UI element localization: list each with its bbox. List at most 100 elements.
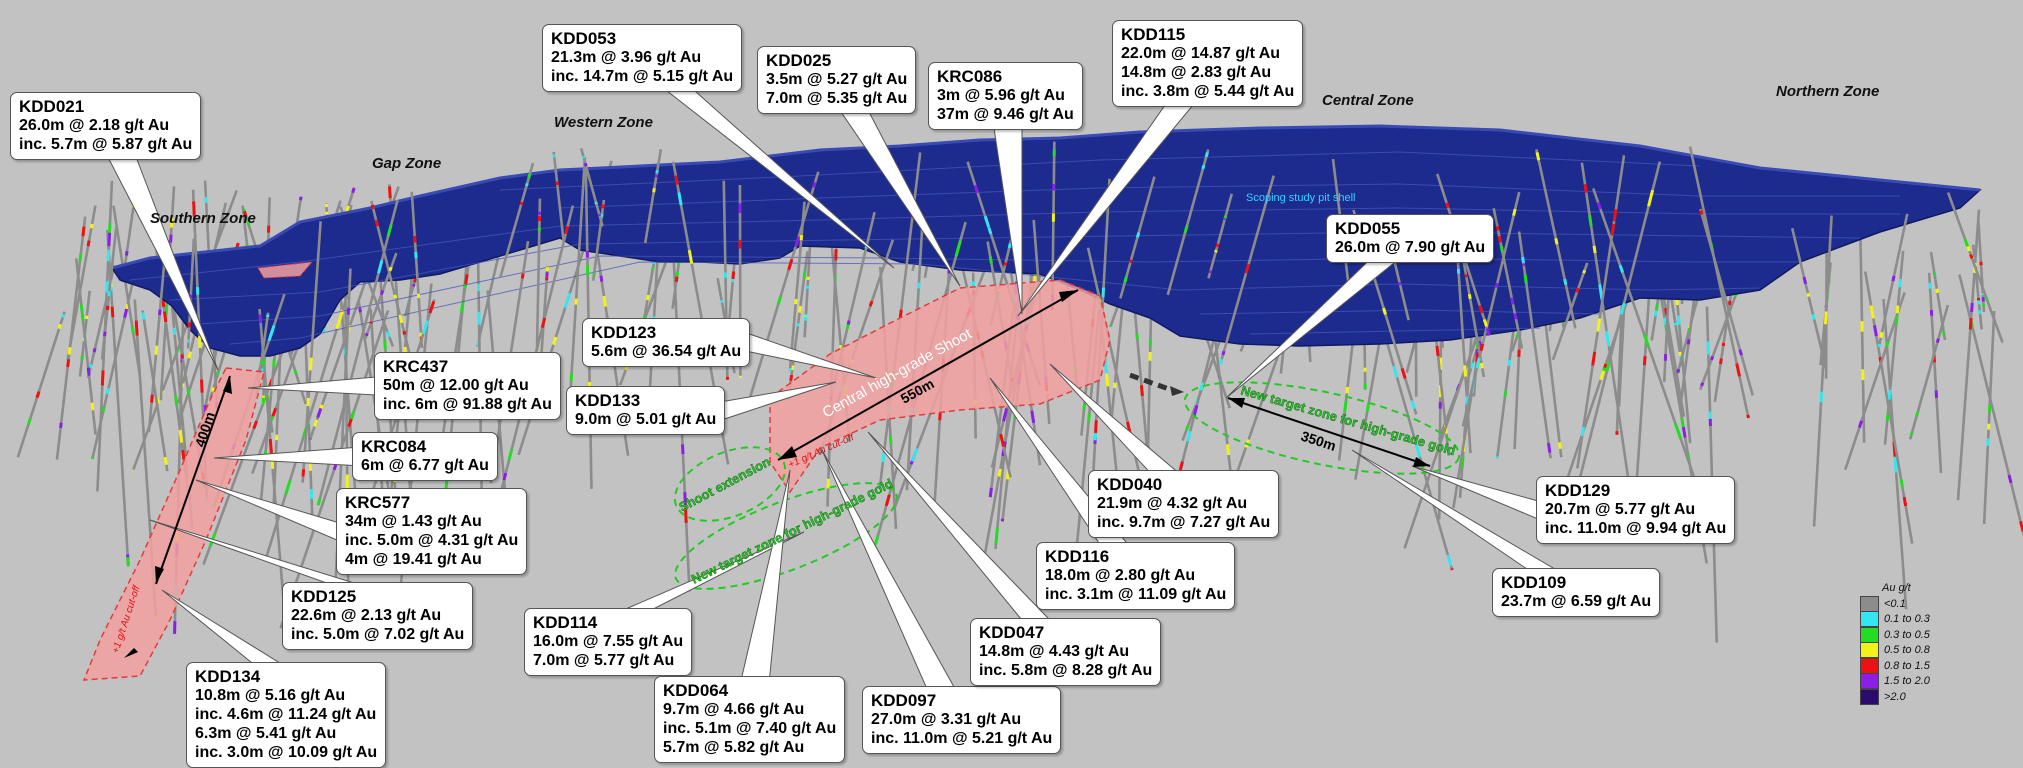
assay-interval (1678, 351, 1682, 357)
assay-interval (527, 173, 532, 179)
assay-interval (79, 304, 84, 312)
drill-trace (1166, 149, 1210, 296)
assay-interval (178, 429, 184, 443)
assay-interval (1479, 362, 1484, 369)
drill-trace (1812, 215, 1833, 527)
assay-interval (110, 306, 115, 318)
assay-interval (583, 162, 588, 167)
assay-interval (846, 320, 851, 325)
assay-interval (1727, 300, 1732, 306)
legend-item: >2.0 (1860, 688, 1930, 705)
assay-interval (812, 181, 817, 189)
assay-interval (1398, 281, 1402, 286)
assay-interval (1596, 201, 1602, 210)
drill-trace (1946, 192, 2004, 344)
callout-intercept: inc. 5.0m @ 7.02 g/t Au (291, 626, 465, 643)
assay-interval (393, 294, 398, 299)
assay-interval (1619, 302, 1626, 315)
southern-shoot (82, 261, 314, 681)
callout-intercept: 18.0m @ 2.80 g/t Au (1045, 567, 1196, 584)
legend-item: 1.5 to 2.0 (1860, 673, 1930, 690)
legend-item: 0.1 to 0.3 (1860, 611, 1930, 628)
assay-interval (684, 507, 688, 523)
assay-interval (677, 192, 683, 206)
assay-interval (162, 311, 168, 323)
assay-interval (1942, 331, 1946, 336)
callout-intercept: inc. 5.1m @ 7.40 g/t Au (663, 720, 837, 737)
callout-intercept: 23.7m @ 6.59 g/t Au (1501, 593, 1652, 610)
assay-interval (794, 236, 801, 248)
assay-interval (66, 359, 71, 368)
assay-interval (1503, 390, 1508, 397)
assay-interval (1709, 355, 1715, 361)
callout-hole-id: KDD025 (766, 51, 832, 70)
legend-swatch (1860, 611, 1879, 628)
drill-trace (1908, 304, 1950, 440)
assay-interval (1935, 288, 1939, 294)
assay-interval (594, 201, 598, 205)
assay-interval (2007, 474, 2013, 484)
drill-trace (499, 162, 535, 278)
assay-interval (124, 250, 129, 256)
assay-interval (776, 295, 783, 306)
assay-interval (1007, 243, 1012, 249)
assay-interval (997, 468, 1002, 477)
drill-trace (535, 198, 542, 356)
assay-interval (316, 407, 323, 419)
drill-trace (1705, 306, 1719, 643)
assay-interval (1898, 278, 1903, 288)
assay-interval (1535, 152, 1541, 161)
assay-interval (1554, 238, 1559, 245)
callout-intercept: 34m @ 1.43 g/t Au (345, 513, 482, 530)
assay-interval (1647, 189, 1655, 207)
assay-interval (1877, 343, 1881, 348)
assay-interval (1885, 415, 1890, 421)
assay-interval (790, 365, 795, 371)
assay-interval (1592, 245, 1597, 254)
assay-interval (61, 313, 66, 318)
assay-interval (1101, 287, 1106, 298)
assay-interval (1605, 330, 1611, 347)
drill-trace (1576, 155, 1626, 469)
callout-hole-id: KDD115 (1121, 25, 1186, 44)
zone-label-western: Western Zone (554, 114, 653, 131)
legend-label: 0.8 to 1.5 (1884, 659, 1930, 672)
legend-item: <0.1 (1860, 595, 1930, 612)
callout-intercept: inc. 3.8m @ 5.44 g/t Au (1121, 83, 1295, 100)
assay-interval (126, 557, 130, 567)
callout-intercept: inc. 4.6m @ 11.24 g/t Au (195, 706, 377, 723)
legend-item: 0.5 to 0.8 (1860, 642, 1930, 659)
assay-interval (1894, 315, 1899, 325)
assay-interval (365, 332, 369, 337)
assay-interval (1192, 404, 1199, 417)
assay-interval (1382, 308, 1387, 315)
assay-interval (1183, 225, 1189, 234)
assay-interval (1463, 365, 1467, 377)
callout-hole-id: KDD055 (1335, 219, 1401, 238)
assay-interval (1806, 292, 1811, 298)
assay-interval (90, 402, 95, 411)
callout-intercept: 6m @ 6.77 g/t Au (361, 457, 489, 474)
assay-interval (1857, 420, 1864, 428)
assay-interval (1178, 461, 1184, 471)
callout-intercept: 10.8m @ 5.16 g/t Au (195, 687, 346, 704)
assay-interval (1221, 350, 1226, 356)
assay-interval (1605, 361, 1611, 372)
assay-interval (1802, 276, 1808, 285)
drill-trace (1790, 227, 1828, 369)
assay-interval (683, 492, 687, 505)
assay-interval (1891, 275, 1896, 282)
callout-hole-id: KDD123 (591, 323, 657, 342)
dim-350-label: 350m (1299, 428, 1338, 454)
assay-interval (1932, 272, 1937, 277)
zone-label-central: Central Zone (1322, 92, 1414, 109)
assay-interval (1935, 338, 1940, 343)
assay-interval (674, 175, 679, 185)
assay-interval (1547, 442, 1552, 453)
assay-interval (1612, 209, 1618, 222)
assay-interval (1128, 259, 1133, 264)
